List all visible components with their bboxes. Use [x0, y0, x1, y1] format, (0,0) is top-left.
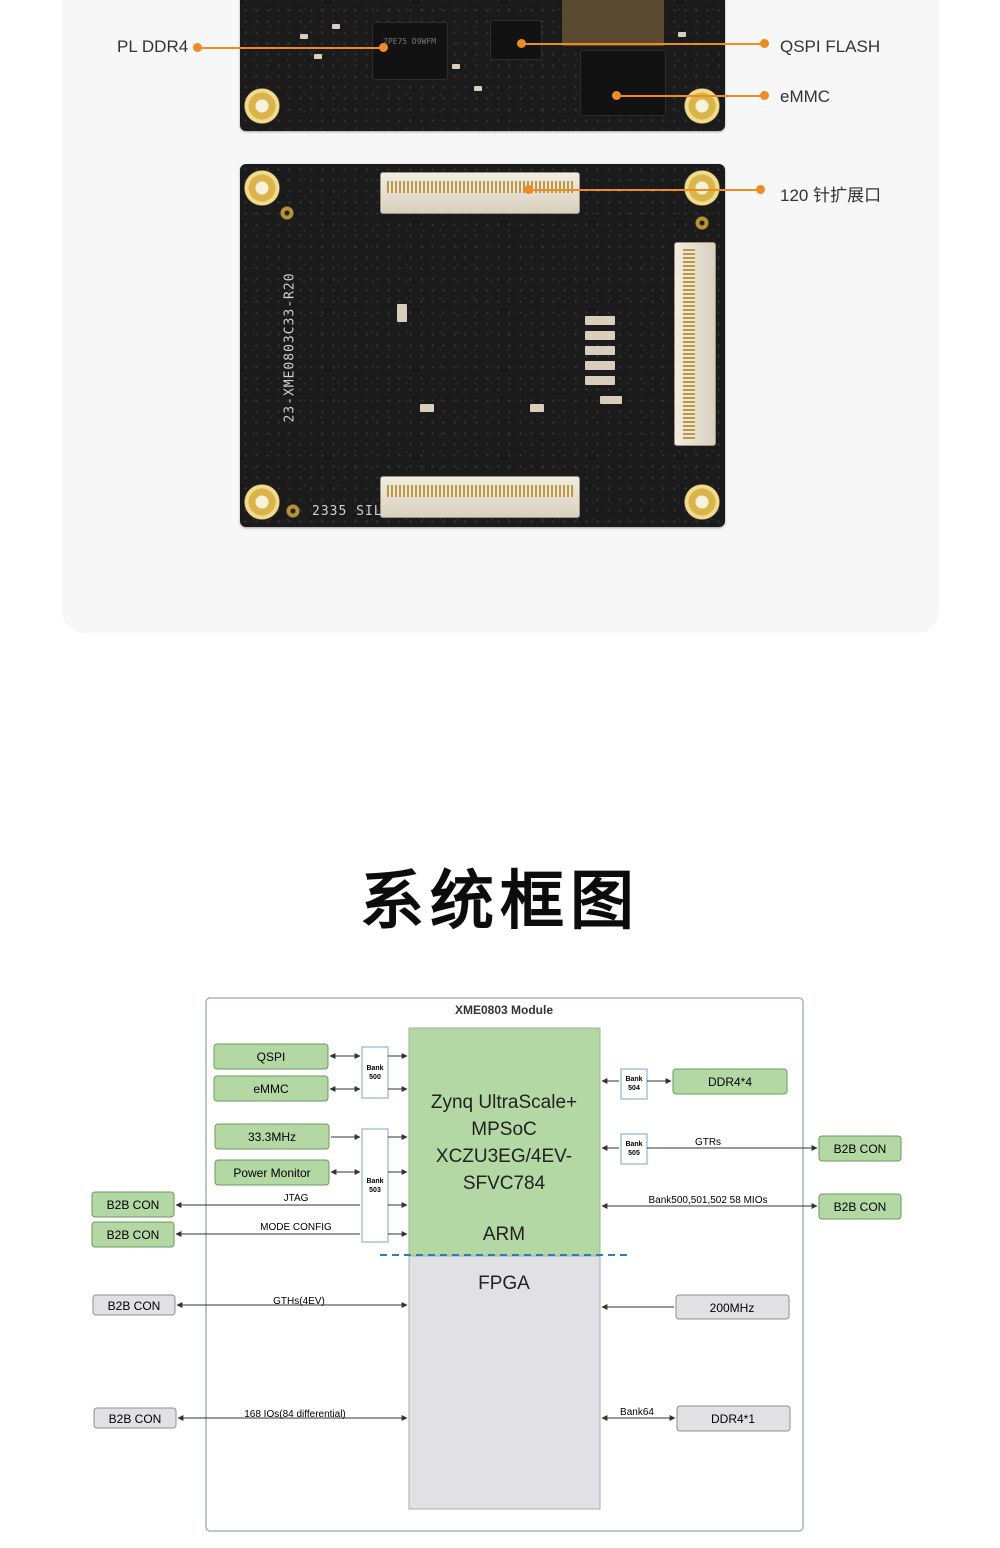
- label-ios: 168 IOs(84 differential): [244, 1409, 346, 1420]
- mount-hole: [684, 88, 720, 124]
- callout-emmc: eMMC: [780, 87, 831, 106]
- svg-text:504: 504: [628, 1085, 640, 1092]
- label-gtrs: GTRs: [695, 1137, 721, 1148]
- svg-text:DDR4*4: DDR4*4: [708, 1075, 752, 1089]
- svg-text:Bank: Bank: [366, 1178, 383, 1185]
- ddr4x1-block: DDR4*1: [676, 1405, 791, 1432]
- chip-mark: 2PE75 D9WFM: [383, 37, 436, 46]
- clock-33mhz-block: 33.3MHz: [214, 1123, 330, 1150]
- board-bottom-photo: 23-XME0803C33-R20 2335 SIL: [240, 164, 725, 527]
- emmc-block: eMMC: [213, 1075, 329, 1102]
- ddr-chip-gold: [562, 0, 664, 46]
- power-monitor-block: Power Monitor: [214, 1159, 330, 1186]
- svg-text:QSPI: QSPI: [257, 1050, 286, 1064]
- bank-505: Bank 505: [620, 1133, 648, 1165]
- mount-hole: [684, 170, 720, 206]
- svg-text:B2B CON: B2B CON: [108, 1299, 161, 1313]
- b2b-con-mode: B2B CON: [91, 1221, 175, 1248]
- clock-200mhz-block: 200MHz: [675, 1294, 790, 1320]
- callout-pl-ddr4: PL DDR4: [117, 37, 189, 56]
- svg-text:DDR4*1: DDR4*1: [711, 1412, 755, 1426]
- callout-extension-port: 120 针扩展口: [780, 186, 882, 205]
- svg-text:500: 500: [369, 1074, 381, 1081]
- connector-jm1: [380, 172, 580, 214]
- svg-text:Bank: Bank: [366, 1065, 383, 1072]
- svg-text:B2B CON: B2B CON: [834, 1200, 887, 1214]
- emmc-chip: [580, 50, 666, 116]
- b2b-con-gths: B2B CON: [92, 1294, 176, 1316]
- svg-text:Bank: Bank: [625, 1076, 642, 1083]
- svg-text:33.3MHz: 33.3MHz: [248, 1130, 296, 1144]
- svg-text:B2B CON: B2B CON: [107, 1228, 160, 1242]
- board-top-photo: 2PE75 D9WFM: [240, 0, 725, 131]
- connector-jm4: [674, 242, 716, 446]
- ddr4x4-block: DDR4*4: [672, 1068, 788, 1095]
- callout-qspi-flash: QSPI FLASH: [780, 37, 881, 56]
- b2b-con-gtrs: B2B CON: [818, 1135, 902, 1162]
- svg-text:505: 505: [628, 1150, 640, 1157]
- svg-text:B2B CON: B2B CON: [107, 1198, 160, 1212]
- label-bank64: Bank64: [620, 1407, 654, 1418]
- label-mode-config: MODE CONFIG: [260, 1222, 332, 1233]
- soc-line-2: MPSoC: [471, 1119, 536, 1140]
- connection-lines: [175, 1053, 818, 1421]
- b2b-con-jtag: B2B CON: [91, 1191, 175, 1218]
- svg-text:B2B CON: B2B CON: [834, 1142, 887, 1156]
- qspi-block: QSPI: [213, 1043, 329, 1070]
- label-gths: GTHs(4EV): [273, 1296, 325, 1307]
- soc-ps-block: [408, 1027, 601, 1257]
- module-title: XME0803 Module: [455, 1003, 553, 1017]
- qspi-chip: [490, 20, 542, 60]
- svg-text:Power Monitor: Power Monitor: [233, 1166, 310, 1180]
- bank-500: Bank 500: [361, 1046, 389, 1099]
- svg-text:B2B CON: B2B CON: [109, 1412, 162, 1426]
- board-silk-code: 2335 SIL: [312, 504, 383, 519]
- bank-503: Bank 503: [361, 1128, 389, 1243]
- soc-line-1: Zynq UltraScale+: [431, 1092, 577, 1113]
- fpga-label: FPGA: [478, 1273, 530, 1294]
- svg-text:eMMC: eMMC: [253, 1082, 289, 1096]
- arm-label: ARM: [483, 1224, 525, 1245]
- pl-ddr4-chip: 2PE75 D9WFM: [372, 22, 448, 80]
- b2b-con-ios: B2B CON: [93, 1407, 177, 1429]
- mount-hole: [244, 88, 280, 124]
- soc-line-4: SFVC784: [463, 1173, 546, 1194]
- bank-504: Bank 504: [620, 1068, 648, 1100]
- label-jtag: JTAG: [284, 1193, 309, 1204]
- label-mios: Bank500,501,502 58 MIOs: [649, 1195, 768, 1206]
- mount-hole: [684, 484, 720, 520]
- mount-hole: [244, 484, 280, 520]
- svg-text:200MHz: 200MHz: [710, 1301, 755, 1315]
- connector-jm3: [380, 476, 580, 518]
- mount-hole: [244, 170, 280, 206]
- soc-pl-block: [408, 1255, 601, 1510]
- soc-line-3: XCZU3EG/4EV-: [436, 1146, 572, 1167]
- svg-text:503: 503: [369, 1187, 381, 1194]
- b2b-con-mios: B2B CON: [818, 1193, 902, 1220]
- svg-text:Bank: Bank: [625, 1141, 642, 1148]
- section-title: 系统框图: [360, 865, 640, 939]
